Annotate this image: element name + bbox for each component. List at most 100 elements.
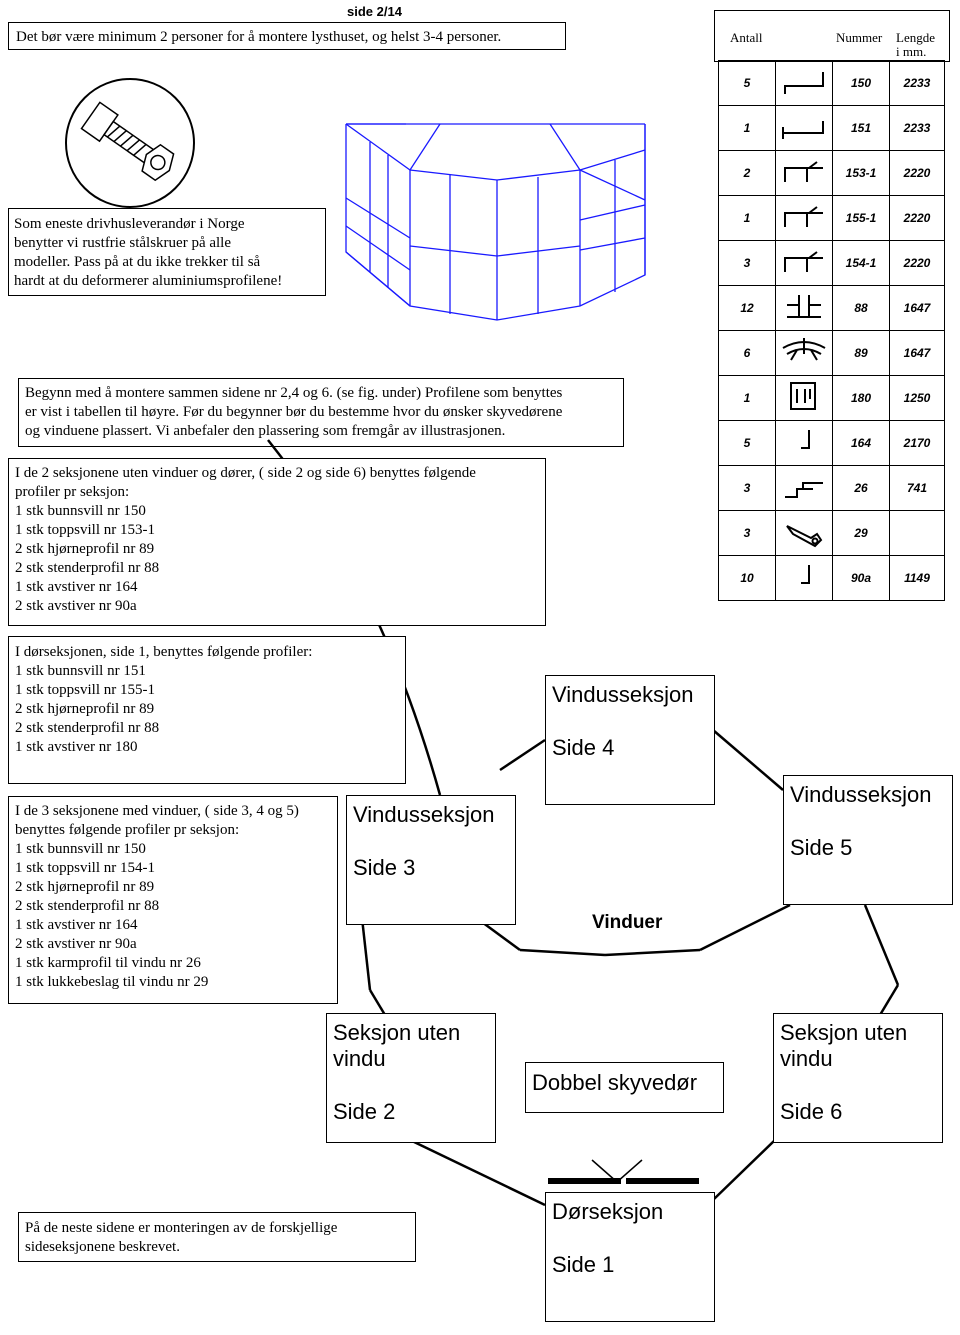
note-line: 2 stk stenderprofil nr 88 <box>15 720 160 736</box>
note-line: 1 stk toppsvill nr 153-1 <box>15 522 156 538</box>
part-profile <box>775 285 833 331</box>
footer-note-line: På de neste sidene er monteringen av de … <box>25 1220 338 1236</box>
sections-without-windows-note: I de 2 seksjonene uten vinduer og dører,… <box>8 458 546 626</box>
header-count: Antall <box>730 30 763 45</box>
brace-profile-icon <box>801 429 810 449</box>
part-number: 153-1 <box>832 150 890 196</box>
note-line: 1 stk bunnsvill nr 150 <box>15 503 146 519</box>
window-frame-profile-icon <box>785 481 823 498</box>
part-number: 164 <box>832 420 890 466</box>
gazebo-wireframe <box>345 123 646 321</box>
part-number: 154-1 <box>832 240 890 286</box>
screw-note-line: benytter vi rustfrie stålskruer på alle <box>14 235 232 251</box>
double-door-box: Dobbel skyvedør <box>525 1062 724 1113</box>
side-6-box: Seksjon uten vindu Side 6 <box>773 1013 943 1143</box>
side-3-box: Vindusseksjon Side 3 <box>346 795 516 925</box>
top-sill-window-profile-icon <box>784 250 823 272</box>
part-length: 1149 <box>889 555 945 601</box>
part-length: 1647 <box>889 330 945 376</box>
note-line: 2 stk hjørneprofil nr 89 <box>15 879 155 895</box>
side-2-title-2: vindu <box>333 1046 386 1071</box>
note-line: 1 stk toppsvill nr 155-1 <box>15 682 156 698</box>
side-1-label: Side 1 <box>552 1252 615 1277</box>
note-line: 1 stk bunnsvill nr 150 <box>15 841 146 857</box>
header-number: Nummer <box>836 30 883 45</box>
footer-note: På de neste sidene er monteringen av de … <box>18 1212 416 1262</box>
intro-note-text: Det bør være minimum 2 personer for å mo… <box>16 29 502 45</box>
side-2-title: Seksjon uten <box>333 1020 461 1045</box>
note-line: I de 3 seksjonene med vinduer, ( side 3,… <box>15 803 299 819</box>
side-6-label: Side 6 <box>780 1099 843 1124</box>
page-number: side 2/14 <box>347 4 402 19</box>
side-6-title-2: vindu <box>780 1046 833 1071</box>
part-count: 12 <box>718 285 776 331</box>
part-length: 1250 <box>889 375 945 421</box>
note-line: 1 stk karmprofil til vindu nr 26 <box>15 955 201 971</box>
part-count: 2 <box>718 150 776 196</box>
window-sections-note: I de 3 seksjonene med vinduer, ( side 3,… <box>8 796 338 1004</box>
part-number: 88 <box>832 285 890 331</box>
door-section-note: I dørseksjonen, side 1, benyttes følgend… <box>8 636 406 784</box>
note-line: 1 stk avstiver nr 164 <box>15 917 138 933</box>
note-line: 2 stk avstiver nr 90a <box>15 598 137 614</box>
side-4-label: Side 4 <box>552 735 615 760</box>
start-note-line: Begynn med å montere sammen sidene nr 2,… <box>25 385 563 401</box>
part-length: 2220 <box>889 240 945 286</box>
screw-note: Som eneste drivhusleverandør i Norge ben… <box>8 208 326 296</box>
part-profile <box>775 195 833 241</box>
side-5-title: Vindusseksjon <box>790 782 932 807</box>
screw-note-line: hardt at du deformerer aluminiumsprofile… <box>14 273 283 289</box>
footer-note-line: sideseksjonene beskrevet. <box>25 1239 180 1255</box>
side-1-box: Dørseksjon Side 1 <box>545 1192 715 1322</box>
part-length <box>889 510 945 556</box>
note-line: 1 stk lukkebeslag til vindu nr 29 <box>15 974 209 990</box>
note-line: benyttes følgende profiler pr seksjon: <box>15 822 240 838</box>
header-length-unit: i mm. <box>896 44 927 59</box>
part-number: 150 <box>832 60 890 106</box>
part-count: 5 <box>718 60 776 106</box>
double-door-label: Dobbel skyvedør <box>532 1070 698 1095</box>
part-length: 1647 <box>889 285 945 331</box>
part-profile <box>775 465 833 511</box>
part-count: 3 <box>718 510 776 556</box>
note-line: profiler pr seksjon: <box>15 484 130 500</box>
part-profile <box>775 330 833 376</box>
part-profile <box>775 555 833 601</box>
note-line: 2 stk stenderprofil nr 88 <box>15 898 160 914</box>
door-brace-profile-icon <box>790 381 816 410</box>
note-line: 1 stk avstiver nr 164 <box>15 579 138 595</box>
part-profile <box>775 375 833 421</box>
part-length: 2170 <box>889 420 945 466</box>
note-line: I de 2 seksjonene uten vinduer og dører,… <box>15 465 476 481</box>
part-length: 2233 <box>889 60 945 106</box>
start-note-line: og vinduene plassert. Vi anbefaler den p… <box>25 423 506 439</box>
part-count: 5 <box>718 420 776 466</box>
bottom-sill-door-profile-icon <box>782 120 824 139</box>
part-length: 741 <box>889 465 945 511</box>
part-count: 1 <box>718 375 776 421</box>
part-count: 6 <box>718 330 776 376</box>
start-note-line: er vist i tabellen til høyre. Før du beg… <box>25 404 563 420</box>
start-note: Begynn med å montere sammen sidene nr 2,… <box>18 378 624 447</box>
note-line: 2 stk hjørneprofil nr 89 <box>15 541 155 557</box>
part-count: 1 <box>718 105 776 151</box>
side-4-box: Vindusseksjon Side 4 <box>545 675 715 805</box>
side-3-title: Vindusseksjon <box>353 802 495 827</box>
side-1-title: Dørseksjon <box>552 1199 664 1224</box>
bolt-nut-illustration <box>65 78 195 208</box>
part-profile <box>775 420 833 466</box>
side-2-label: Side 2 <box>333 1099 396 1124</box>
part-profile <box>775 60 833 106</box>
side-3-label: Side 3 <box>353 855 416 880</box>
intro-note: Det bør være minimum 2 personer for å mo… <box>8 22 566 50</box>
